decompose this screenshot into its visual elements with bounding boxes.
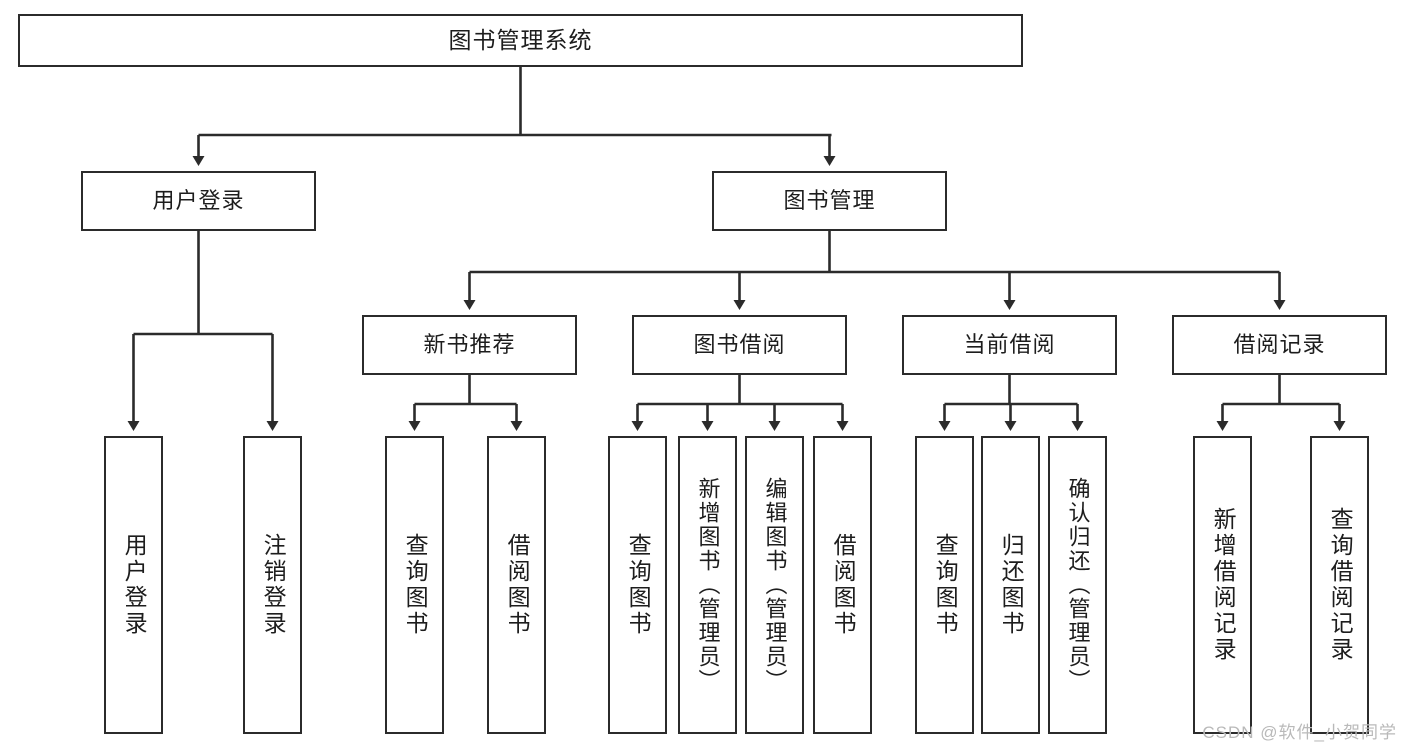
node-current-borrow[interactable]: 当前借阅: [902, 315, 1117, 375]
node-root-label: 图书管理系统: [448, 27, 593, 54]
leaf-user-login[interactable]: 用户登录: [104, 436, 163, 734]
leaf-query-book-cur-label: 查询图书: [932, 533, 959, 637]
leaf-query-book-rec[interactable]: 查询图书: [385, 436, 444, 734]
node-new-book-rec[interactable]: 新书推荐: [362, 315, 577, 375]
leaf-return-book-label: 归还图书: [998, 533, 1025, 637]
leaf-add-book-label: 新增图书（管理员）: [695, 477, 721, 693]
leaf-borrow-book-rec[interactable]: 借阅图书: [487, 436, 546, 734]
node-book-manage-label: 图书管理: [783, 188, 876, 214]
leaf-user-login-label: 用户登录: [121, 533, 148, 637]
node-book-manage[interactable]: 图书管理: [712, 171, 947, 231]
leaf-edit-book-label: 编辑图书（管理员）: [762, 477, 788, 693]
node-new-book-rec-label: 新书推荐: [423, 332, 516, 358]
leaf-borrow-book[interactable]: 借阅图书: [813, 436, 872, 734]
node-root[interactable]: 图书管理系统: [18, 14, 1023, 67]
watermark: CSDN @软件_小贺同学: [1202, 723, 1397, 742]
node-book-borrow-label: 图书借阅: [693, 332, 786, 358]
leaf-query-book-borrow-label: 查询图书: [625, 533, 652, 637]
node-book-borrow[interactable]: 图书借阅: [632, 315, 847, 375]
leaf-confirm-return[interactable]: 确认归还（管理员）: [1048, 436, 1107, 734]
node-borrow-record-label: 借阅记录: [1233, 332, 1326, 358]
leaf-query-book-cur[interactable]: 查询图书: [915, 436, 974, 734]
leaf-borrow-book-label: 借阅图书: [830, 533, 857, 637]
node-user-login[interactable]: 用户登录: [81, 171, 316, 231]
leaf-logout-label: 注销登录: [260, 533, 287, 637]
leaf-query-record-label: 查询借阅记录: [1327, 507, 1354, 663]
leaf-borrow-book-rec-label: 借阅图书: [504, 533, 531, 637]
leaf-edit-book[interactable]: 编辑图书（管理员）: [745, 436, 804, 734]
leaf-return-book[interactable]: 归还图书: [981, 436, 1040, 734]
node-borrow-record[interactable]: 借阅记录: [1172, 315, 1387, 375]
leaf-query-book-borrow[interactable]: 查询图书: [608, 436, 667, 734]
leaf-add-record[interactable]: 新增借阅记录: [1193, 436, 1252, 734]
leaf-query-book-rec-label: 查询图书: [402, 533, 429, 637]
node-user-login-label: 用户登录: [152, 188, 245, 214]
leaf-add-record-label: 新增借阅记录: [1210, 507, 1237, 663]
leaf-query-record[interactable]: 查询借阅记录: [1310, 436, 1369, 734]
leaf-add-book[interactable]: 新增图书（管理员）: [678, 436, 737, 734]
leaf-confirm-return-label: 确认归还（管理员）: [1065, 477, 1091, 693]
node-current-borrow-label: 当前借阅: [963, 332, 1056, 358]
leaf-logout[interactable]: 注销登录: [243, 436, 302, 734]
